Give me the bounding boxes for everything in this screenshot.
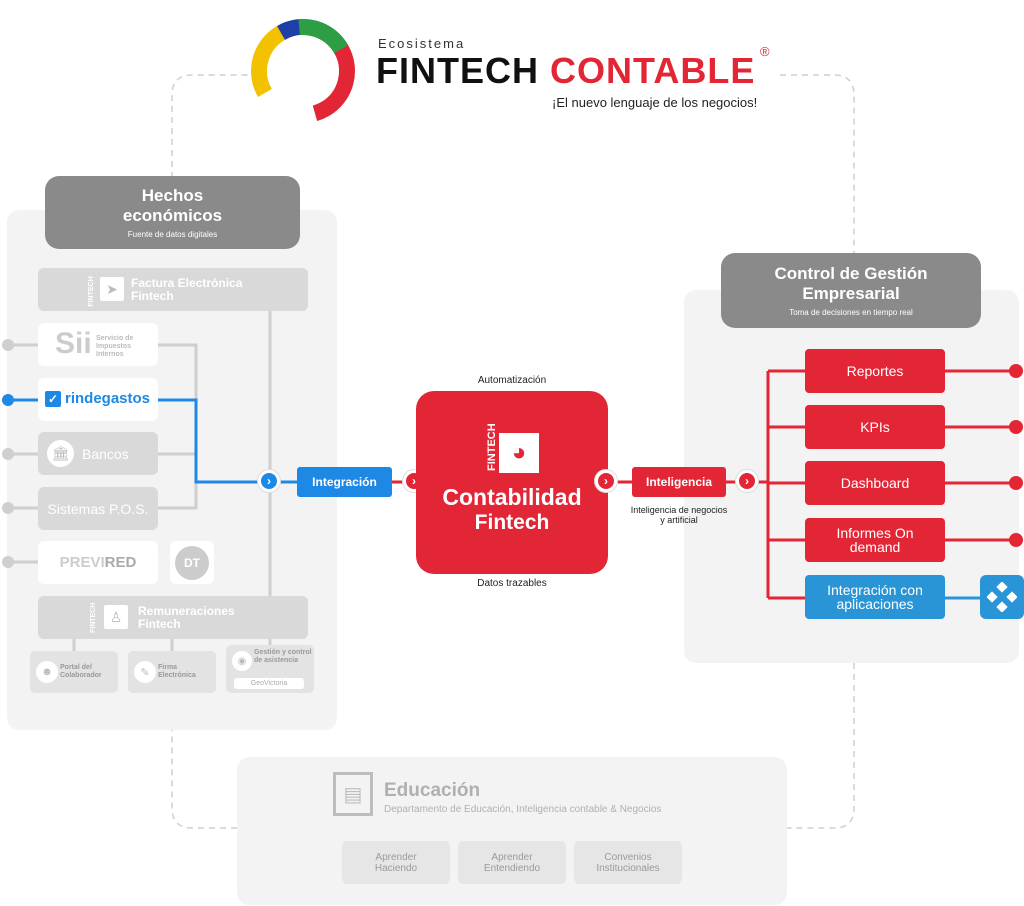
brand-logo: [250, 18, 356, 124]
apps-icon: [980, 575, 1024, 619]
core-out-connector-icon: ›: [595, 470, 617, 492]
rindegastos-label: rindegastos: [65, 390, 151, 407]
output-connector-icon: ›: [736, 470, 758, 492]
aprender-haciendo-box[interactable]: Aprender Haciendo: [342, 841, 450, 884]
integracion-apps-button[interactable]: Integración con aplicaciones: [805, 575, 945, 619]
geovictoria-label: GeoVictoria: [234, 678, 304, 689]
factura-electronica-box[interactable]: FINTECH ➤ Factura Electrónica Fintech: [38, 268, 308, 311]
education-subtitle: Departamento de Educación, Inteligencia …: [384, 804, 662, 815]
core-fintech-badge: FINTECH: [486, 423, 498, 471]
brand-contable: CONTABLE: [550, 50, 756, 91]
dt-logo: DT: [175, 545, 209, 580]
left-title: Hechos económicos: [122, 186, 223, 225]
bancos-label: Bancos: [82, 446, 129, 462]
automatizacion-label: Automatización: [477, 375, 547, 386]
pie-chart-icon: ◕: [499, 433, 539, 473]
firma-box[interactable]: ✎ Firma Electrónica: [128, 651, 216, 693]
brand-fintech: FINTECH: [376, 50, 539, 91]
header-eyebrow: Ecosistema: [378, 36, 466, 51]
portal-label: Portal del Colaborador: [60, 664, 102, 679]
signature-icon: ✎: [134, 661, 156, 683]
portal-box[interactable]: ☻ Portal del Colaborador: [30, 651, 118, 693]
people-icon: ☻: [36, 661, 58, 683]
left-subtitle: Fuente de datos digitales: [127, 230, 218, 239]
education-icon: ▤: [333, 772, 373, 816]
reportes-button[interactable]: Reportes: [805, 349, 945, 393]
pos-label: Sistemas P.O.S.: [47, 500, 149, 517]
sii-text: Servicio de Impuestos Internos: [96, 335, 134, 358]
bank-icon: 🏛: [47, 440, 74, 467]
inteligencia-button[interactable]: Inteligencia: [632, 467, 726, 497]
sii-logo: Sii: [55, 327, 92, 360]
kpis-button[interactable]: KPIs: [805, 405, 945, 449]
header-brand: FINTECH CONTABLE: [376, 50, 755, 92]
fintech-badge-rem: FINTECH: [90, 602, 97, 633]
informes-button[interactable]: Informes On demand: [805, 518, 945, 562]
registered-mark: ®: [760, 44, 770, 59]
check-icon: ✓: [45, 391, 61, 407]
left-section-header: Hechos económicos Fuente de datos digita…: [45, 176, 300, 249]
education-title: Educación: [384, 780, 481, 801]
gestion-box[interactable]: ◉ Gestión y control de asistencia GeoVic…: [226, 645, 314, 693]
cursor-icon: ➤: [100, 277, 124, 301]
dashboard-button[interactable]: Dashboard: [805, 461, 945, 505]
convenios-box[interactable]: Convenios Institucionales: [574, 841, 682, 884]
right-subtitle: Toma de decisiones en tiempo real: [789, 308, 913, 317]
factura-label: Factura Electrónica Fintech: [131, 276, 243, 303]
pos-box[interactable]: Sistemas P.O.S.: [38, 487, 158, 530]
previred-logo: PREVIRED: [60, 554, 137, 571]
fingerprint-icon: ◉: [232, 651, 252, 671]
previred-a: PREVI: [59, 554, 105, 571]
dt-box[interactable]: DT: [170, 541, 214, 584]
previred-b: RED: [104, 554, 137, 571]
bancos-box[interactable]: 🏛 Bancos: [38, 432, 158, 475]
previred-box[interactable]: PREVIRED: [38, 541, 158, 584]
remuneraciones-box[interactable]: FINTECH ♙ Remuneraciones Fintech: [38, 596, 308, 639]
datos-label: Datos trazables: [477, 578, 547, 589]
person-icon: ♙: [104, 605, 128, 629]
integration-connector-icon: ›: [258, 470, 280, 492]
gestion-label: Gestión y control de asistencia: [254, 649, 312, 664]
right-section-header: Control de Gestión Empresarial Toma de d…: [721, 253, 981, 328]
header-tagline: ¡El nuevo lenguaje de los negocios!: [552, 95, 758, 110]
aprender-entendiendo-box[interactable]: Aprender Entendiendo: [458, 841, 566, 884]
core-line1: Contabilidad: [442, 484, 582, 510]
firma-label: Firma Electrónica: [158, 664, 196, 679]
rindegastos-box[interactable]: ✓ rindegastos: [38, 378, 158, 421]
remuneraciones-label: Remuneraciones Fintech: [138, 604, 235, 631]
inteligencia-sub: Inteligencia de negocios y artificial: [630, 505, 728, 525]
contabilidad-fintech-core[interactable]: FINTECH ◕ Contabilidad Fintech: [416, 391, 608, 574]
right-title: Control de Gestión Empresarial: [774, 264, 928, 303]
sii-box[interactable]: Sii Servicio de Impuestos Internos: [38, 323, 158, 366]
integracion-button[interactable]: Integración: [297, 467, 392, 497]
fintech-badge: FINTECH: [87, 276, 95, 307]
core-line2: Fintech: [474, 511, 550, 534]
